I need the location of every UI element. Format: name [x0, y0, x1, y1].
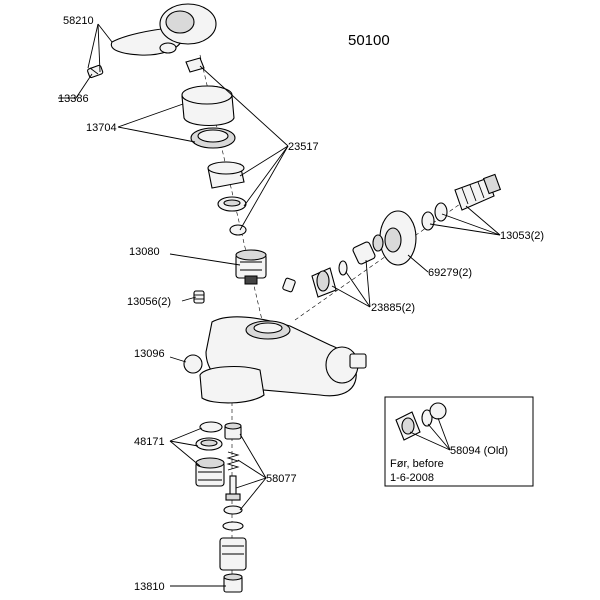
- model-number: 50100: [348, 32, 390, 49]
- old-seal-part: [421, 409, 433, 427]
- diverter-oring-part: [222, 505, 244, 531]
- inset-note-line2: 1-6-2008: [390, 472, 434, 484]
- inset-box: [384, 396, 534, 487]
- connection-nipple-part: [454, 173, 502, 211]
- label-69279: 69279(2): [428, 267, 472, 279]
- leader-lines: [58, 23, 501, 587]
- eccentric-seal-part: [338, 260, 348, 276]
- label-23517: 23517: [288, 141, 319, 153]
- label-13056: 13056(2): [127, 296, 171, 308]
- cap-dome-part: [181, 85, 235, 127]
- small-screw-left-part: [193, 290, 205, 304]
- washer-13053-part: [421, 202, 448, 231]
- label-23885: 23885(2): [371, 302, 415, 314]
- label-13810: 13810: [134, 581, 165, 593]
- aerator-seal-part: [199, 421, 223, 433]
- diverter-cap-part: [224, 422, 242, 440]
- union-nut-part: [311, 267, 337, 298]
- cartridge-nut-part: [207, 161, 245, 189]
- plug-ball-part: [183, 354, 203, 374]
- retaining-ring-part: [190, 127, 236, 149]
- label-13386: 13386: [58, 93, 89, 105]
- handle-insert-part: [185, 57, 205, 73]
- diverter-spring-part: [226, 451, 240, 471]
- old-nut-part: [395, 411, 421, 441]
- eccentric-part: [352, 234, 384, 265]
- label-13053: 13053(2): [500, 230, 544, 242]
- label-13080: 13080: [129, 246, 160, 258]
- cartridge-part: [235, 249, 267, 285]
- small-seal-part: [229, 224, 247, 236]
- label-58077: 58077: [266, 473, 297, 485]
- mixer-body-part: [199, 316, 367, 404]
- label-58094: 58094 (Old): [450, 445, 508, 457]
- old-nipple-part: [429, 402, 447, 420]
- set-screw-part: [87, 64, 104, 79]
- label-48171: 48171: [134, 436, 165, 448]
- handle-lever-part: [110, 3, 217, 56]
- label-13704: 13704: [86, 122, 117, 134]
- label-13096: 13096: [134, 348, 165, 360]
- aerator-ring-part: [195, 437, 223, 451]
- small-screw-right-part: [282, 277, 296, 293]
- diverter-stem-part: [225, 475, 241, 501]
- diverter-housing-part: [219, 537, 247, 571]
- spacer-ring-part: [217, 196, 247, 212]
- label-58210: 58210: [63, 15, 94, 27]
- aerator-part: [195, 457, 225, 487]
- bottom-nut-part: [223, 573, 243, 593]
- inset-note-line1: Før, before: [390, 458, 444, 470]
